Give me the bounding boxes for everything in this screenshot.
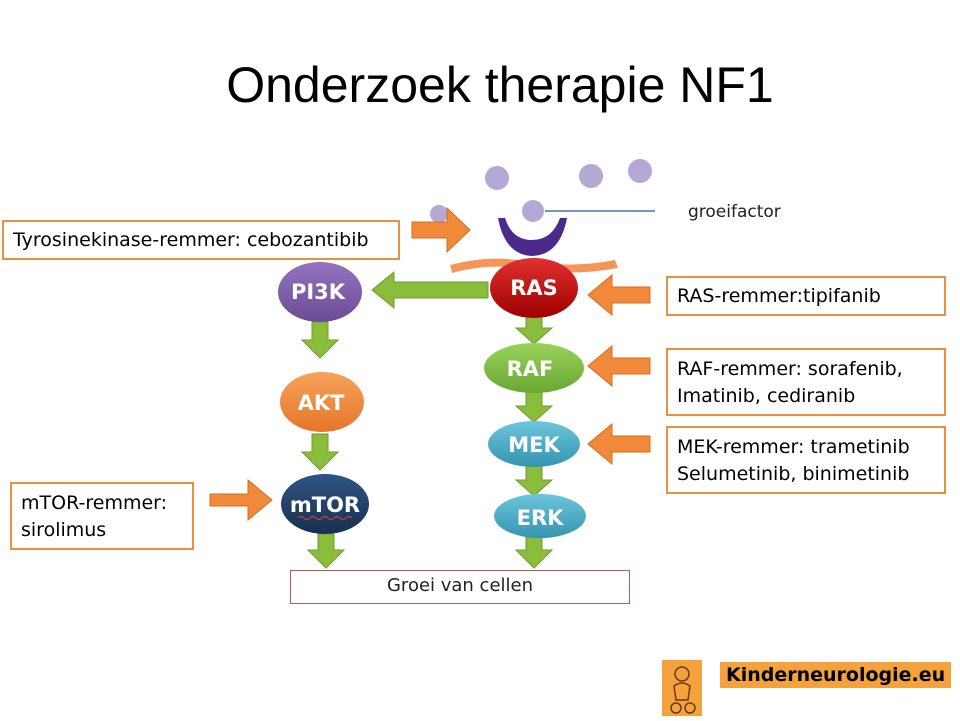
node-ras: RAS: [490, 258, 578, 318]
node-mtor-label: mTOR: [290, 493, 360, 517]
raf-inhibitor-box: RAF-remmer: sorafenib, Imatinib, cediran…: [666, 348, 946, 416]
tki-inhibitor-text: Tyrosinekinase-remmer: cebozantibib: [13, 229, 369, 251]
brand-logo: [662, 660, 702, 716]
green-arrow-pi3k-akt: [300, 321, 340, 359]
node-erk: ERK: [494, 494, 586, 538]
orange-arrow-raf-inhibitor: [587, 344, 651, 388]
mtor-inhibitor-line1: mTOR-remmer:: [21, 492, 168, 514]
node-raf: RAF: [484, 343, 584, 393]
mek-inhibitor-line1: MEK-remmer: trametinib: [677, 436, 910, 458]
ligand-dot: [485, 166, 509, 190]
receptor-shape: [498, 218, 567, 256]
ras-inhibitor-text: RAS-remmer:tipifanib: [677, 285, 881, 307]
mek-inhibitor-box: MEK-remmer: trametinib Selumetinib, bini…: [666, 426, 946, 494]
child-figure-icon: [670, 666, 696, 714]
mek-inhibitor-line2: Selumetinib, binimetinib: [677, 463, 910, 485]
groei-van-cellen-box: Groei van cellen: [290, 570, 630, 604]
raf-inhibitor-line1: RAF-remmer: sorafenib,: [677, 358, 903, 380]
mtor-inhibitor-line2: sirolimus: [21, 519, 107, 541]
node-ras-label: RAS: [510, 276, 558, 300]
ligand-dot: [430, 205, 448, 223]
green-arrow-erk-groei: [514, 533, 554, 569]
tki-inhibitor-box: Tyrosinekinase-remmer: cebozantibib: [2, 220, 400, 260]
mtor-inhibitor-box: mTOR-remmer: sirolimus: [10, 482, 194, 550]
node-akt: AKT: [280, 372, 364, 432]
green-arrow-raf-mek: [514, 391, 554, 423]
ras-inhibitor-box: RAS-remmer:tipifanib: [666, 276, 946, 316]
ligand-dot-bound: [522, 200, 544, 222]
green-arrow-mtor-groei: [306, 533, 346, 569]
node-pi3k-label: PI3K: [291, 280, 346, 304]
node-erk-label: ERK: [517, 506, 565, 530]
node-mtor: mTOR: [281, 474, 369, 534]
node-mek-label: MEK: [508, 433, 560, 457]
brand-label: Kinderneurologie.eu: [720, 662, 952, 688]
ligand-dot: [579, 164, 603, 188]
green-arrow-akt-mtor: [300, 433, 340, 471]
orange-arrow-ras-inhibitor: [587, 273, 651, 317]
node-mek: MEK: [488, 421, 580, 467]
orange-arrow-mtor-inhibitor: [209, 478, 273, 522]
ligand-dot: [628, 159, 652, 183]
slide-title: Onderzoek therapie NF1: [226, 57, 774, 113]
node-akt-label: AKT: [298, 391, 346, 415]
groeifactor-label: groeifactor: [688, 202, 781, 222]
orange-arrow-tki: [411, 206, 471, 254]
spellcheck-underline: [297, 515, 353, 521]
raf-inhibitor-line2: Imatinib, cediranib: [677, 385, 856, 407]
green-arrow-ras-pi3k: [371, 270, 489, 310]
orange-arrow-mek-inhibitor: [587, 422, 651, 466]
node-raf-label: RAF: [507, 357, 554, 381]
green-arrow-mek-erk: [514, 465, 554, 497]
node-pi3k: PI3K: [278, 262, 362, 322]
